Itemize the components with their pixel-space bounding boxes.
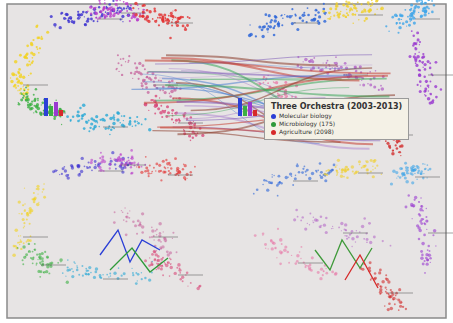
bottom-maps xyxy=(12,149,453,311)
legend-text: Agriculture (2098) xyxy=(279,128,334,136)
cluster-label-mark xyxy=(23,84,48,85)
bar-icon xyxy=(44,98,63,116)
cluster-label-mark xyxy=(178,122,203,123)
cluster-label-mark xyxy=(23,236,48,237)
legend-row: Molecular biology xyxy=(271,112,402,120)
node-cluster xyxy=(390,162,432,186)
node-cluster xyxy=(324,159,383,179)
legend-text: Microbiology (175) xyxy=(279,120,335,128)
node-cluster xyxy=(113,207,178,256)
legend-title: Three Orchestra (2003-2013) xyxy=(271,102,402,111)
cluster-label-mark xyxy=(103,278,128,279)
cluster-label-mark xyxy=(428,232,453,233)
cluster-label-mark xyxy=(168,22,193,23)
cluster-label-mark xyxy=(388,292,413,293)
legend-swatch xyxy=(271,130,276,135)
trajectory-line xyxy=(345,255,378,288)
cluster-label-mark xyxy=(293,180,318,181)
cluster-label-mark xyxy=(428,74,453,75)
trajectory-line xyxy=(110,248,168,272)
cluster-label-mark xyxy=(178,274,203,275)
legend-row: Microbiology (175) xyxy=(271,120,402,128)
node-cluster xyxy=(18,87,66,126)
node-cluster xyxy=(385,0,435,34)
legend-row: Agriculture (2098) xyxy=(271,128,402,136)
trajectory-line xyxy=(315,240,372,270)
node-cluster xyxy=(12,183,46,257)
cluster-label-mark xyxy=(415,18,440,19)
cluster-label-mark xyxy=(358,14,383,15)
legend-box: Three Orchestra (2003-2013)Molecular bio… xyxy=(264,98,409,140)
node-cluster xyxy=(359,261,407,311)
node-cluster xyxy=(52,151,131,180)
trajectory-line xyxy=(100,230,160,262)
node-cluster xyxy=(50,0,132,29)
legend-swatch xyxy=(271,122,276,127)
node-cluster xyxy=(253,162,336,196)
cluster-label-mark xyxy=(343,232,368,233)
cluster-label-mark xyxy=(293,22,318,23)
node-cluster xyxy=(405,194,437,274)
node-cluster xyxy=(87,0,149,22)
cluster-label-mark xyxy=(298,262,323,263)
node-cluster xyxy=(10,25,49,101)
figure-frame xyxy=(7,4,446,318)
cluster-label-mark xyxy=(415,176,440,177)
node-cluster xyxy=(136,156,196,182)
cluster-label-mark xyxy=(153,236,178,237)
node-cluster xyxy=(408,30,442,105)
cluster-label-mark xyxy=(168,174,193,175)
top-dual-map xyxy=(10,0,453,156)
cluster-label-mark xyxy=(98,18,123,19)
node-cluster xyxy=(132,2,190,40)
cluster-label-mark xyxy=(41,264,66,265)
node-cluster xyxy=(17,243,69,284)
node-cluster xyxy=(90,149,147,175)
node-cluster xyxy=(66,103,151,135)
cluster-label-mark xyxy=(358,172,383,173)
legend-text: Molecular biology xyxy=(279,112,332,120)
node-cluster xyxy=(62,259,153,285)
node-cluster xyxy=(322,0,386,24)
cluster-label-mark xyxy=(103,126,128,127)
node-cluster xyxy=(248,3,327,38)
bar-icon xyxy=(238,98,257,116)
cluster-label-mark xyxy=(121,164,146,165)
node-cluster xyxy=(254,228,338,280)
legend-swatch xyxy=(271,114,276,119)
